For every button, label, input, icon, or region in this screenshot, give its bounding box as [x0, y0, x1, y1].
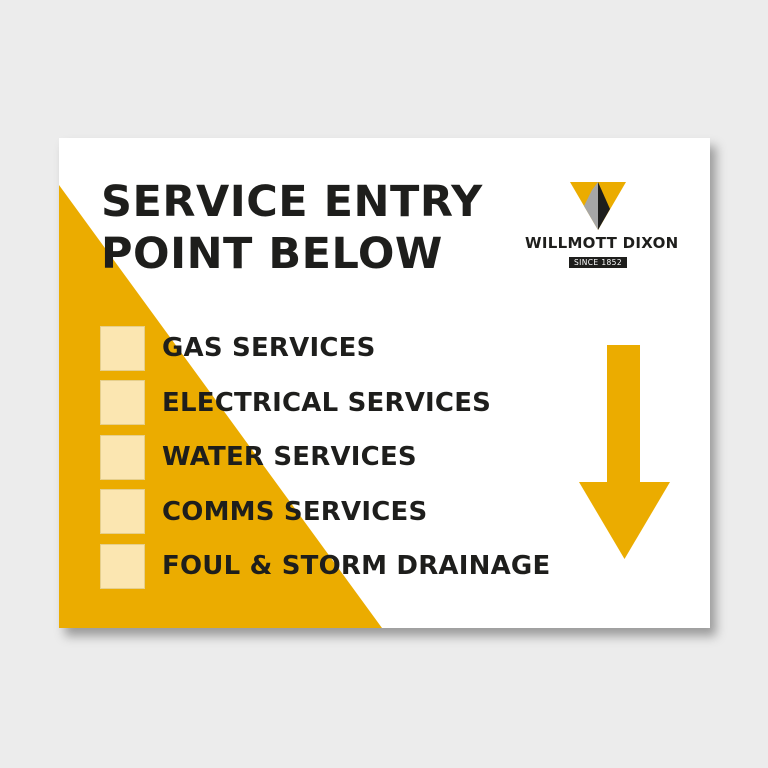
- sign-title: SERVICE ENTRY POINT BELOW: [101, 176, 483, 280]
- logo-since-badge: SINCE 1852: [569, 257, 627, 268]
- logo-name: WILLMOTT DIXON: [525, 234, 679, 252]
- checklist-label: ELECTRICAL SERVICES: [162, 387, 492, 418]
- service-entry-sign: SERVICE ENTRY POINT BELOW GAS SERVICES E…: [59, 138, 710, 628]
- title-line-1: SERVICE ENTRY: [101, 177, 483, 227]
- checkbox-square[interactable]: [100, 380, 145, 426]
- service-checklist: GAS SERVICES ELECTRICAL SERVICES WATER S…: [100, 321, 550, 594]
- checklist-item-water: WATER SERVICES: [100, 430, 550, 485]
- willmott-dixon-logo: WILLMOTT DIXON SINCE 1852: [525, 182, 679, 268]
- checklist-item-gas: GAS SERVICES: [100, 321, 550, 376]
- checklist-item-comms: COMMS SERVICES: [100, 485, 550, 540]
- logo-triangle-icon: [570, 182, 626, 230]
- checklist-label: WATER SERVICES: [162, 442, 417, 473]
- checklist-item-drainage: FOUL & STORM DRAINAGE: [100, 539, 550, 594]
- down-arrow-icon: [579, 345, 670, 559]
- checklist-item-electrical: ELECTRICAL SERVICES: [100, 376, 550, 431]
- checklist-label: GAS SERVICES: [162, 333, 376, 364]
- checkbox-square[interactable]: [100, 434, 145, 480]
- checkbox-square[interactable]: [100, 543, 145, 589]
- checklist-label: FOUL & STORM DRAINAGE: [162, 551, 551, 582]
- checkbox-square[interactable]: [100, 489, 145, 535]
- checklist-label: COMMS SERVICES: [162, 496, 428, 527]
- title-line-2: POINT BELOW: [101, 229, 443, 279]
- checkbox-square[interactable]: [100, 325, 145, 371]
